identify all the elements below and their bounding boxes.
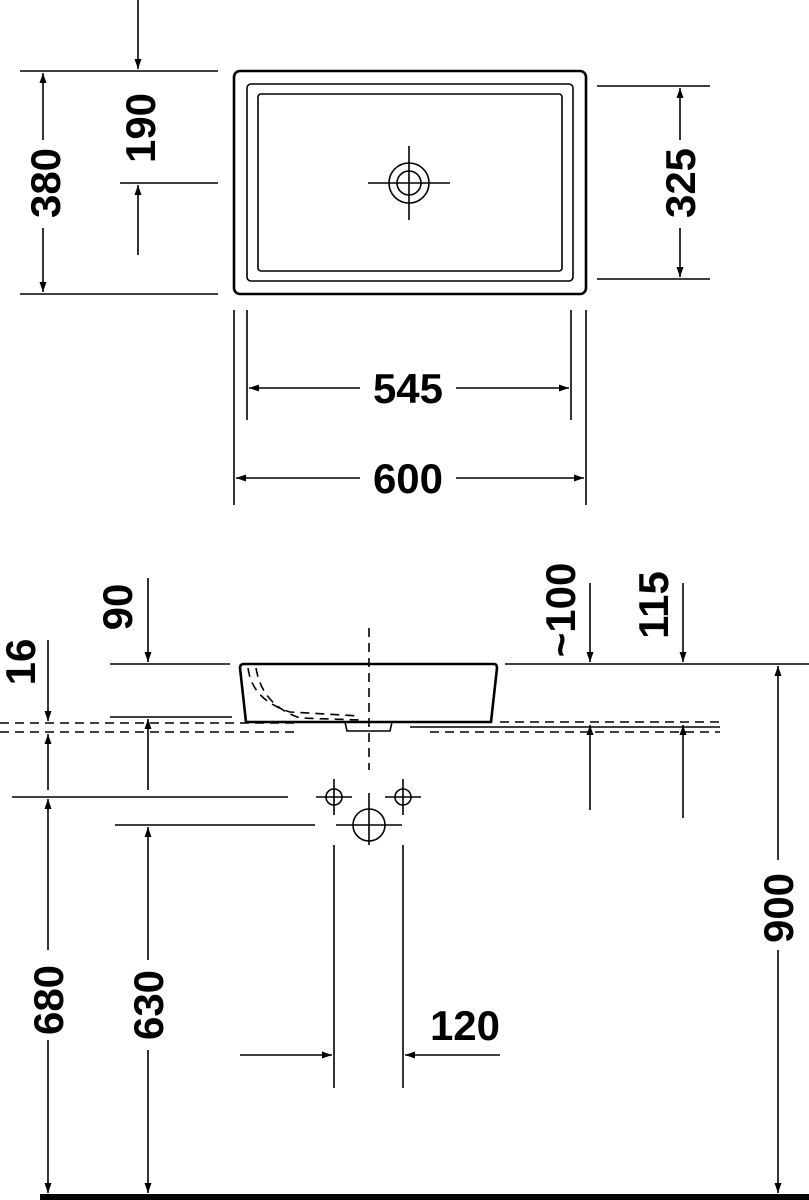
dim-380: 380: [22, 148, 69, 218]
dim-120: 120: [430, 1002, 500, 1049]
bowl-hidden-line: [247, 667, 361, 717]
dim-90: 90: [94, 584, 141, 631]
basin-bowl: [257, 93, 563, 272]
dim-100: ~100: [537, 563, 584, 658]
bowl-hidden-line: [255, 667, 361, 721]
tap-hole-icon: [385, 779, 421, 815]
drain-outlet: [344, 721, 393, 732]
dim-900: 900: [755, 873, 802, 943]
basin-side-outline: [238, 662, 499, 724]
side-view: 90 16 680 630 120 900 ~100 115: [0, 563, 809, 1200]
dim-600: 600: [373, 455, 443, 502]
basin-outline: [232, 69, 588, 296]
dim-16: 16: [0, 639, 44, 686]
basin-rim: [246, 83, 574, 282]
top-view: 380 190 325 545 600: [20, 0, 710, 505]
tap-hole-icon: [316, 779, 352, 815]
dim-325: 325: [657, 148, 704, 218]
dim-115: 115: [630, 571, 677, 639]
dim-680: 680: [25, 965, 72, 1035]
dim-545: 545: [373, 365, 443, 412]
dim-630: 630: [125, 970, 172, 1040]
dim-190: 190: [117, 93, 164, 163]
waste-pipe-icon: [336, 793, 402, 845]
drain-icon: [368, 146, 450, 220]
